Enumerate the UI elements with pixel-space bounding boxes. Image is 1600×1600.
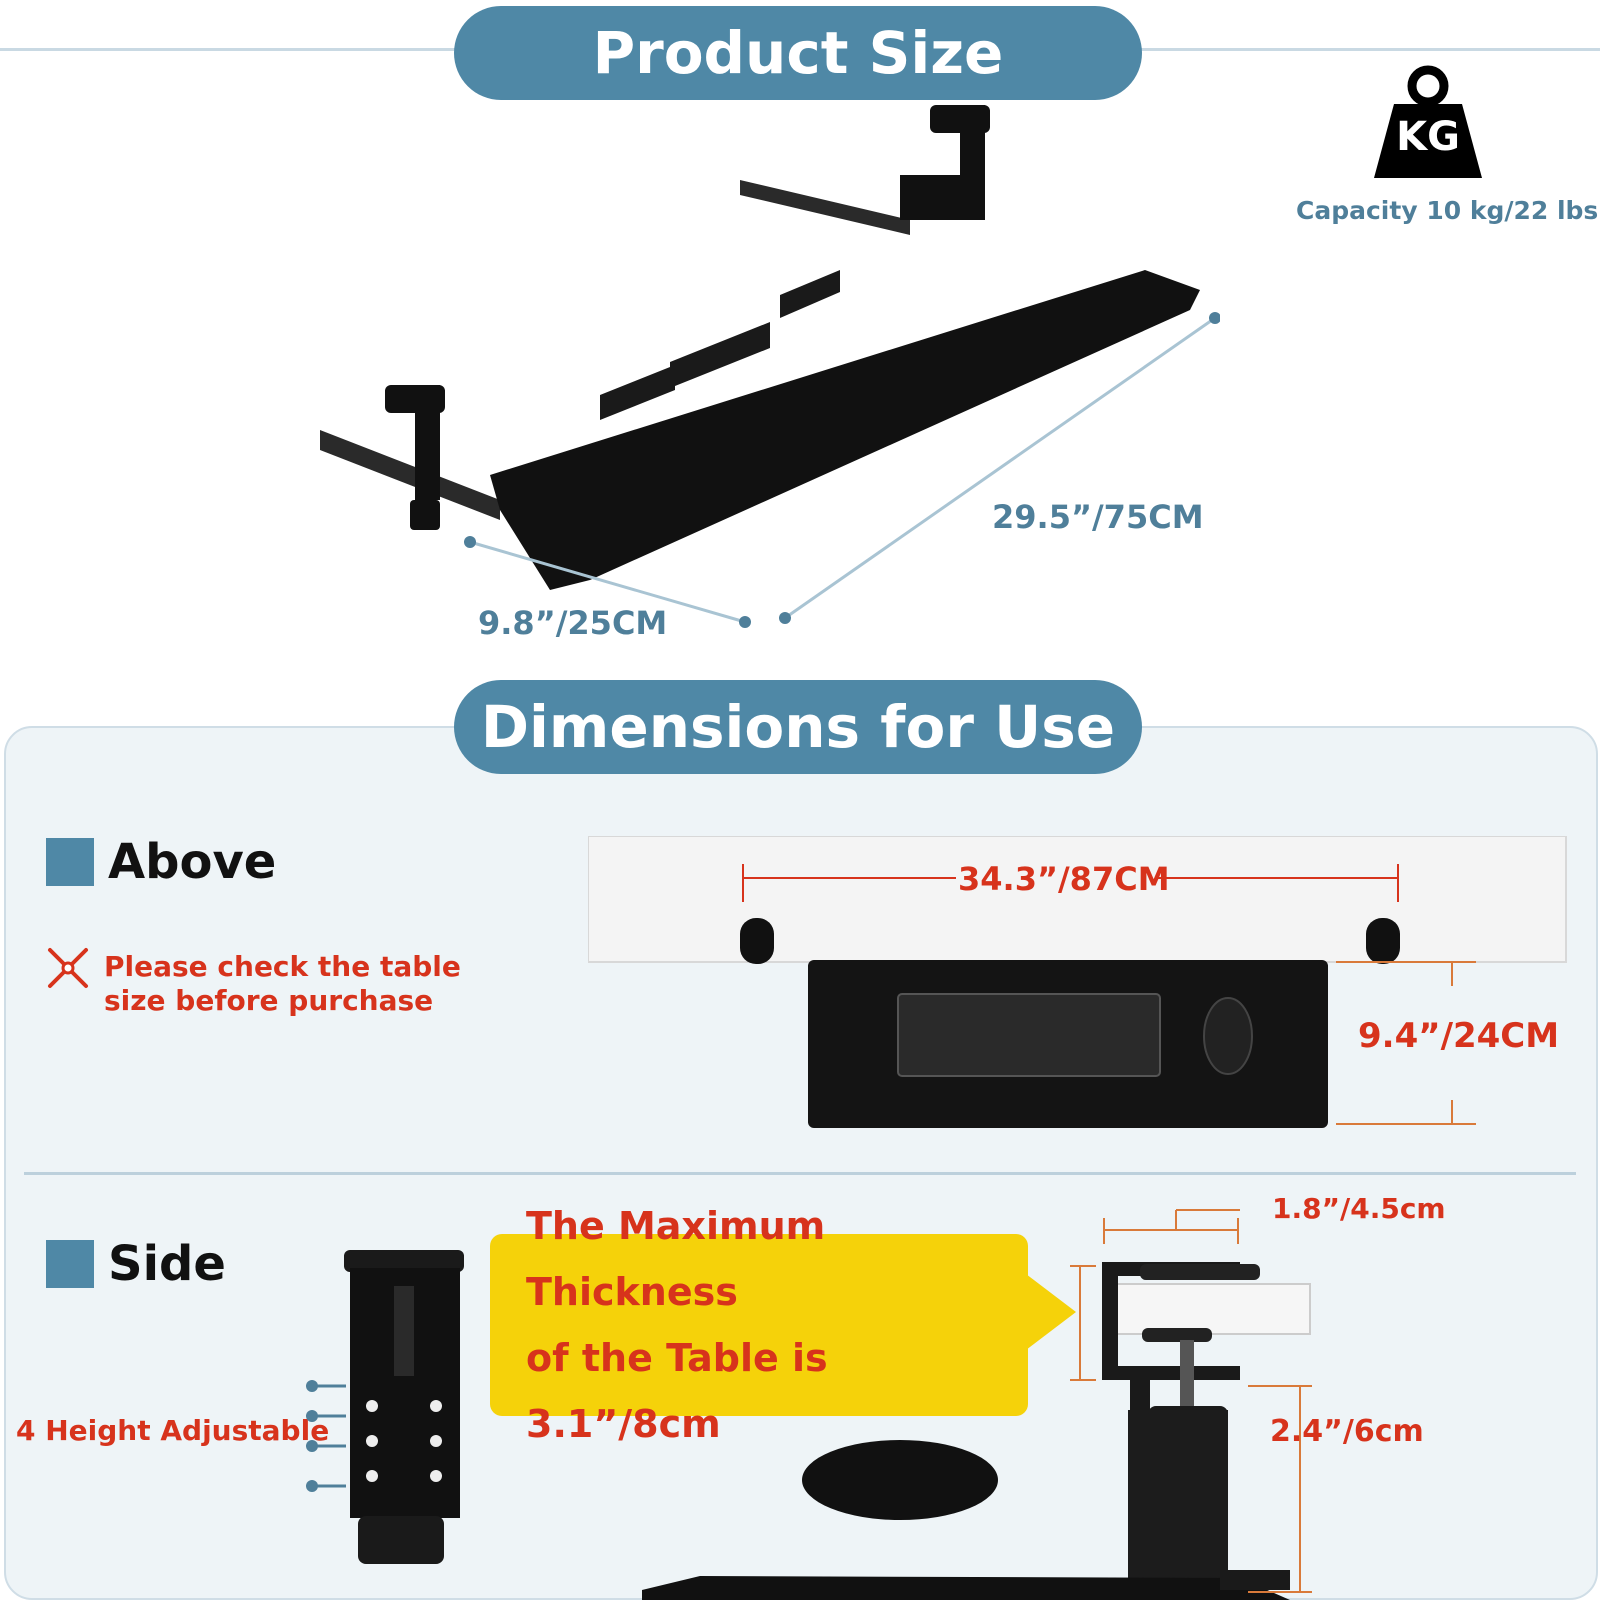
warning-icon <box>48 948 88 988</box>
above-span-label: 34.3”/87CM <box>958 860 1170 898</box>
keyboard-tray-illustration <box>320 105 1220 628</box>
height-bracket-illustration <box>306 1250 464 1564</box>
side-label: Side <box>108 1236 226 1292</box>
section-divider <box>24 1172 1576 1175</box>
product-size-title: Product Size <box>454 6 1142 100</box>
clamp-drop-label: 2.4”/6cm <box>1270 1414 1424 1449</box>
dimensions-title: Dimensions for Use <box>454 680 1142 774</box>
above-depth-label: 9.4”/24CM <box>1358 1016 1560 1056</box>
warning-line-2: size before purchase <box>104 984 434 1017</box>
product-size-rule-left <box>0 48 460 51</box>
tray-width-label: 29.5”/75CM <box>992 498 1204 536</box>
side-marker <box>46 1240 94 1288</box>
height-adjust-label: 4 Height Adjustable <box>16 1414 330 1447</box>
side-clamp-illustration <box>642 1209 1312 1600</box>
clamp-width-label: 1.8”/4.5cm <box>1272 1192 1446 1225</box>
callout-line-2: of the Table is 3.1”/8cm <box>526 1336 828 1446</box>
kg-icon-text: KG <box>1396 114 1460 160</box>
max-thickness-callout: The Maximum Thickness of the Table is 3.… <box>490 1204 1028 1446</box>
capacity-label: Capacity 10 kg/22 lbs <box>1296 196 1599 225</box>
above-view-illustration <box>588 836 1567 1128</box>
product-size-rule-right <box>1130 48 1600 51</box>
callout-line-1: The Maximum Thickness <box>526 1204 826 1314</box>
tray-depth-label: 9.8”/25CM <box>478 604 668 642</box>
above-label: Above <box>108 834 277 890</box>
above-marker <box>46 838 94 886</box>
weight-kg-icon: KG <box>1372 64 1484 182</box>
callout-pointer <box>1026 1274 1076 1350</box>
warning-line-1: Please check the table <box>104 950 461 983</box>
